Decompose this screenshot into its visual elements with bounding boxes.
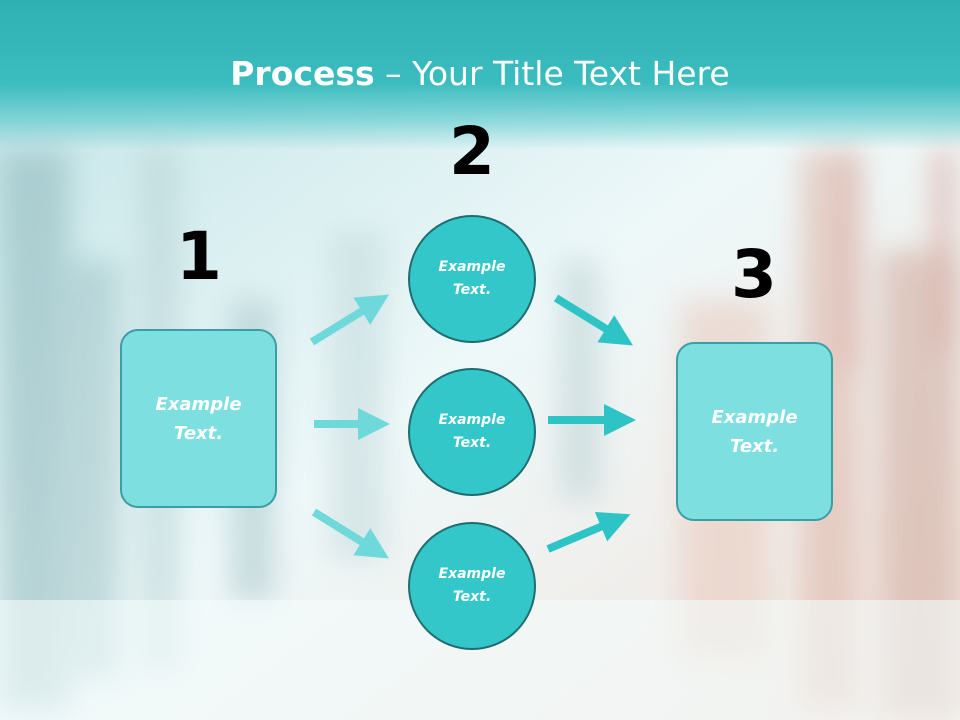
arrow-bottom-to-3 [546,511,631,553]
title-bold: Process [230,54,375,93]
step-2-circle-bottom-text: Example Text. [438,566,506,605]
step-number-3: 3 [731,236,777,313]
slide-title: Process – Your Title Text Here [0,52,960,96]
arrow-1-to-top [309,294,390,346]
step-2-circle-middle-text: Example Text. [438,412,506,451]
step-2-circle-top-text: Example Text. [438,259,506,298]
step-1-text: Example Text. [155,393,242,444]
step-2-circle-middle: Example Text. [408,368,536,496]
step-2-circle-bottom: Example Text. [408,522,536,650]
step-number-1: 1 [176,218,222,295]
arrow-top-to-3 [553,294,634,346]
title-banner [0,0,960,150]
step-number-2: 2 [449,113,495,190]
step-2-circle-top: Example Text. [408,215,536,343]
step-1-box: Example Text. [120,329,277,508]
step-3-text: Example Text. [711,406,798,457]
arrow-1-to-bottom [311,508,389,559]
title-rest: – Your Title Text Here [374,54,730,93]
step-3-box: Example Text. [676,342,833,521]
